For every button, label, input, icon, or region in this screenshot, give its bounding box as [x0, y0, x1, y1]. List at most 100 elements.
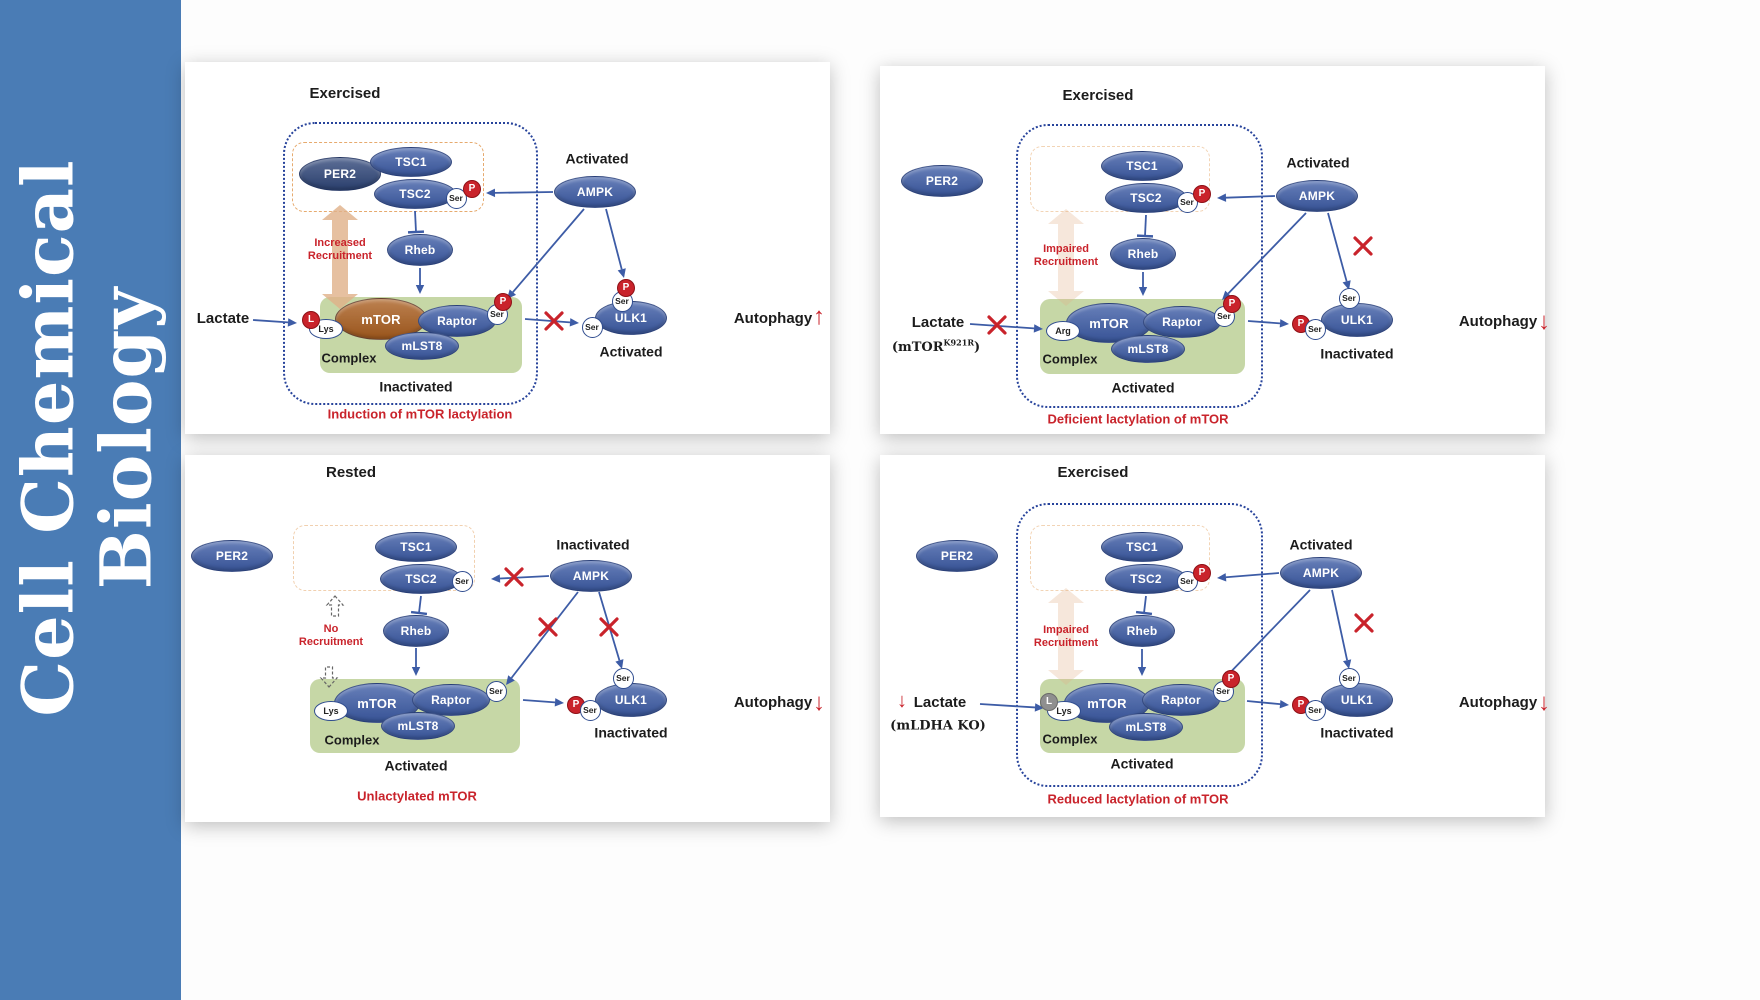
- chip-raptor-p: P: [1222, 670, 1240, 688]
- chip-ulk1-ser-top: Ser: [612, 667, 634, 689]
- connector-ampk-to-tsc2: [491, 574, 550, 583]
- autophagy-label: Autophagy: [1458, 694, 1538, 712]
- node-raptor: Raptor: [1142, 684, 1220, 716]
- ulk1-state: Inactivated: [1320, 724, 1394, 741]
- complex-state: Inactivated: [379, 378, 453, 395]
- ampk-state: Activated: [1289, 536, 1353, 553]
- lactate-down-arrow: ↓: [897, 690, 907, 713]
- connector-tsc2-inhibits-rheb: [1136, 214, 1154, 238]
- node-tsc1: TSC1: [1101, 151, 1183, 181]
- node-ampk: AMPK: [1280, 557, 1362, 589]
- node-per2: PER2: [299, 157, 381, 191]
- connector-ampk-to-ulk1: [1331, 589, 1352, 669]
- node-mlst8: mLST8: [381, 712, 455, 740]
- complex-label: Complex: [324, 732, 380, 748]
- chip-ulk1-ser-left: Ser: [581, 316, 603, 338]
- node-rheb: Rheb: [1109, 615, 1175, 647]
- blocked-x-icon: [987, 315, 1007, 335]
- recruitment-zone: [1030, 146, 1210, 212]
- autophagy-label: Autophagy: [733, 310, 813, 328]
- panel-connectors: [969, 193, 1373, 335]
- dashed-recruitment-arrow-down-icon: [319, 666, 339, 688]
- node-tsc2: TSC2: [1105, 564, 1187, 594]
- panel-caption: Unlactylated mTOR: [357, 788, 477, 804]
- complex-label: Complex: [1042, 351, 1098, 367]
- connector-rheb-to-complex: [415, 268, 425, 294]
- blocked-x-icon: [599, 617, 619, 637]
- chip-tsc2-p: P: [1193, 564, 1211, 582]
- connector-ampk-to-tsc2: [1217, 193, 1276, 202]
- node-per2: PER2: [191, 540, 273, 572]
- ulk1-state: Inactivated: [594, 724, 668, 741]
- lactate-label: Lactate: [913, 694, 967, 712]
- chip-mtor-arg: Arg: [1046, 321, 1080, 341]
- connector-ampk-to-ulk1: [605, 208, 626, 278]
- chip-tsc2-p: P: [1193, 185, 1211, 203]
- connector-rheb-to-complex: [1137, 649, 1147, 676]
- recruitment-note: Impaired Recruitment: [1033, 624, 1099, 649]
- recruitment-zone: [293, 525, 475, 591]
- chip-raptor-ser: Ser: [485, 680, 507, 702]
- recruitment-zone: [292, 142, 484, 212]
- connector-tsc2-inhibits-rheb: [1135, 595, 1153, 616]
- panel-title: Rested: [325, 464, 377, 482]
- ulk1-state: Inactivated: [1320, 345, 1394, 362]
- node-ampk: AMPK: [550, 560, 632, 592]
- blocked-x-icon: [1353, 236, 1373, 256]
- connector-ampk-to-tsc2: [486, 188, 554, 198]
- autophagy-direction: ↓: [1538, 307, 1550, 335]
- connector-ampk-to-ulk1: [1327, 212, 1351, 290]
- recruitment-fat-arrow: [1048, 209, 1084, 306]
- panel-connectors: [979, 572, 1374, 712]
- dashed-recruitment-arrow-up-icon: [325, 595, 345, 617]
- panel-caption: Induction of mTOR lactylation: [327, 406, 513, 422]
- node-per2: PER2: [916, 540, 998, 572]
- node-tsc1: TSC1: [375, 532, 457, 562]
- node-tsc2: TSC2: [374, 179, 456, 209]
- connector-ampk-to-complex: [507, 208, 585, 299]
- chip-mtor-lactyl-gray: L: [1040, 693, 1058, 711]
- blocked-x-icon: [538, 617, 558, 637]
- connector-ampk-to-tsc2: [1217, 572, 1280, 582]
- node-ulk1: ULK1: [1321, 303, 1393, 337]
- panel-title: Exercised: [1062, 87, 1134, 105]
- ampk-state: Activated: [565, 150, 629, 167]
- recruitment-note: No Recruitment: [298, 623, 364, 648]
- complex-label: Complex: [1042, 731, 1098, 747]
- connector-tsc2-inhibits-rheb: [407, 210, 425, 234]
- node-ampk: AMPK: [554, 176, 636, 208]
- node-ulk1: ULK1: [595, 683, 667, 717]
- panel-title: Exercised: [1057, 464, 1129, 482]
- node-raptor: Raptor: [418, 305, 496, 337]
- chip-ulk1-ser-top: Ser: [1338, 667, 1360, 689]
- connector-complex-to-ulk1: [1246, 699, 1289, 709]
- connector-lactate-to-lys: [979, 703, 1044, 712]
- chip-ulk1-ser-left: Ser: [579, 699, 601, 721]
- node-mlst8: mLST8: [1109, 713, 1183, 741]
- chip-raptor-p: P: [494, 293, 512, 311]
- panel-caption: Deficient lactylation of mTOR: [1047, 411, 1229, 427]
- lactate-label: Lactate: [911, 314, 965, 332]
- connector-ampk-to-complex: [1222, 212, 1307, 300]
- chip-ulk1-ser-left: Ser: [1304, 318, 1326, 340]
- complex-state: Activated: [1111, 379, 1175, 396]
- chip-tsc2-p: P: [463, 180, 481, 198]
- ko-label: (mLDHA KO): [890, 718, 986, 734]
- connector-lactate-to-lys: [252, 318, 297, 327]
- node-tsc1: TSC1: [370, 147, 452, 177]
- journal-sidebar: Cell Chemical Biology: [0, 0, 181, 1000]
- recruitment-fat-arrow: [1048, 588, 1084, 685]
- connector-rheb-to-complex: [411, 648, 421, 676]
- connector-complex-to-ulk1: [524, 318, 579, 327]
- node-mlst8: mLST8: [385, 332, 459, 360]
- panel-connectors: [252, 188, 626, 331]
- autophagy-direction: ↑: [813, 302, 825, 330]
- lactate-label: Lactate: [196, 310, 250, 328]
- ampk-state: Inactivated: [556, 536, 630, 553]
- chip-tsc2-ser: Ser: [445, 187, 467, 209]
- blocked-x-icon: [504, 567, 524, 587]
